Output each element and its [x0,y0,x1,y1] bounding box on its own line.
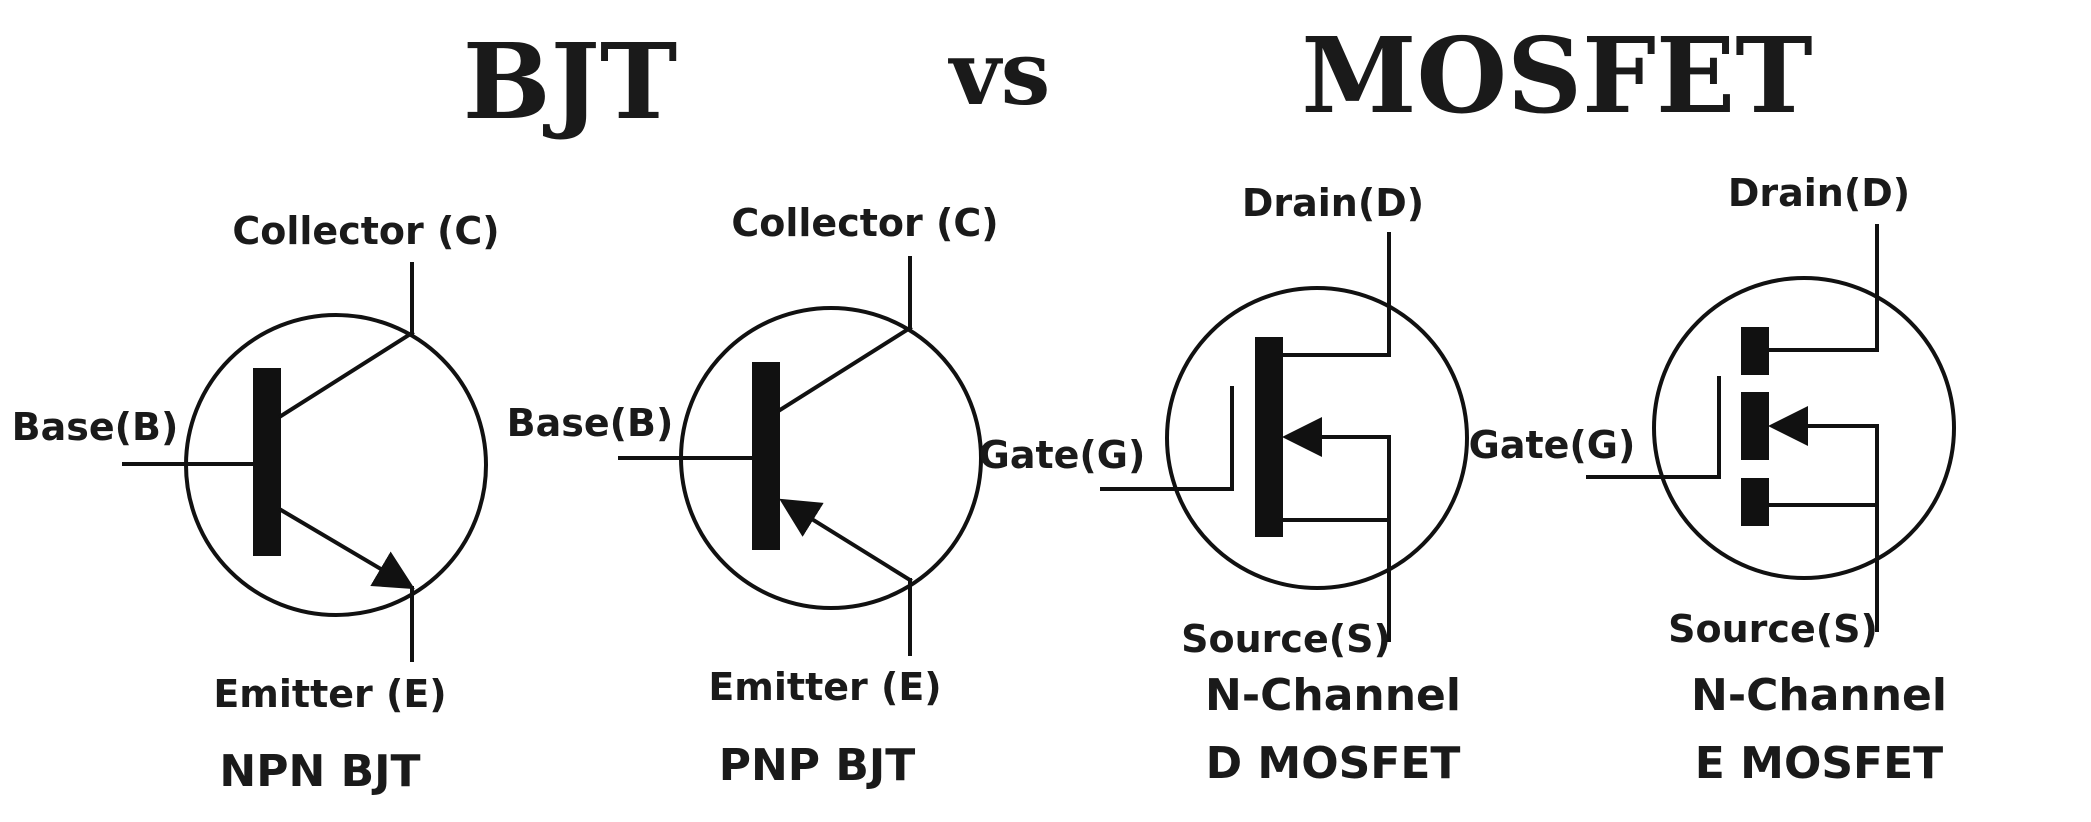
pnp-emitter-label: Emitter (E) [708,665,941,709]
dmosfet-symbol [1100,232,1469,642]
pnp-base-bar [752,362,780,550]
emosfet-symbol [1586,224,1956,632]
pnp-emitter-arrow [779,498,913,583]
emos-drain-label: Drain(D) [1728,171,1910,215]
npn-caption: NPN BJT [219,746,420,797]
pnp-base-label: Base(B) [507,401,674,445]
pnp-collector-label: Collector (C) [731,201,998,245]
emos-source-label: Source(S) [1668,607,1878,651]
npn-emitter-label: Emitter (E) [213,672,446,716]
emos-channel-segment-middle [1741,392,1769,460]
npn-base-bar [253,368,281,556]
dmos-drain-label: Drain(D) [1242,181,1424,225]
emos-circle [1652,276,1956,580]
dmos-channel-bar [1255,337,1283,537]
title-vs: vs [948,21,1051,125]
emos-caption-line2: E MOSFET [1695,738,1943,789]
dmos-caption-line2: D MOSFET [1206,738,1461,789]
title-mosfet: MOSFET [1301,14,1812,137]
dmos-caption-line1: N-Channel [1205,670,1461,721]
emos-channel-segment-top [1741,327,1769,375]
emos-gate-label: Gate(G) [1469,423,1636,467]
pnp-collector-line [777,325,913,413]
emos-channel-segment-bottom [1741,478,1769,526]
emos-caption-line1: N-Channel [1691,670,1947,721]
dmos-circle [1165,286,1469,590]
npn-collector-label: Collector (C) [232,209,499,253]
pnp-bjt-symbol [618,256,983,656]
npn-emitter-arrow [278,507,415,590]
npn-base-label: Base(B) [12,405,179,449]
dmos-gate-label: Gate(G) [979,433,1146,477]
pnp-caption: PNP BJT [719,740,916,791]
npn-bjt-symbol [122,262,488,662]
title-bjt: BJT [463,20,678,143]
dmos-source-label: Source(S) [1181,617,1391,661]
npn-collector-line [278,330,415,419]
